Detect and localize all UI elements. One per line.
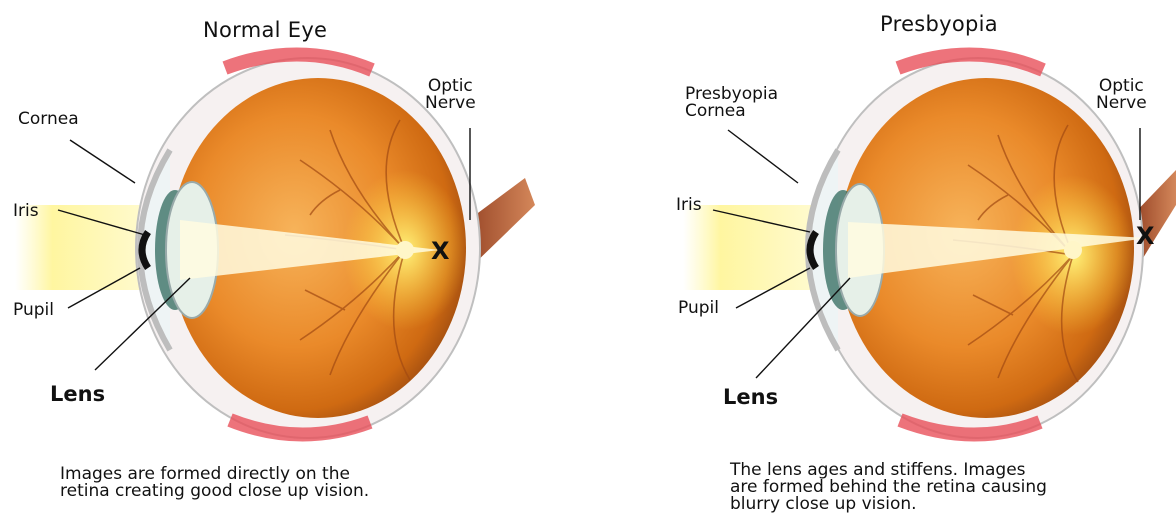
- optic-nerve-label: Optic Nerve: [1096, 78, 1147, 112]
- optic-nerve-label-line2: Nerve: [1096, 95, 1147, 112]
- cornea-label: Presbyopia Cornea: [685, 86, 778, 120]
- normal-eye-panel: Normal Eye Cornea Optic Nerve Iris Pupil…: [0, 0, 588, 531]
- lens-label: Lens: [723, 385, 778, 409]
- caption: Images are formed directly on the retina…: [60, 466, 369, 500]
- presbyopia-eye-illustration: [588, 0, 1176, 531]
- normal-eye-illustration: [0, 0, 588, 531]
- focus-point: [396, 241, 414, 259]
- retina-spot: [1064, 241, 1082, 259]
- caption-line2: retina creating good close up vision.: [60, 483, 369, 500]
- iris-label: Iris: [676, 197, 702, 214]
- lens-label: Lens: [50, 382, 105, 406]
- focus-mark: X: [1136, 222, 1155, 250]
- pupil-label: Pupil: [13, 302, 54, 319]
- focus-mark: X: [431, 237, 450, 265]
- cornea-label-line2: Cornea: [685, 103, 778, 120]
- presbyopia-eye-panel: Presbyopia Presbyopia Cornea Optic Nerve…: [588, 0, 1176, 531]
- caption: The lens ages and stiffens. Images are f…: [730, 462, 1047, 513]
- pupil-label: Pupil: [678, 300, 719, 317]
- caption-line3: blurry close up vision.: [730, 496, 1047, 513]
- page-title: Presbyopia: [880, 12, 998, 36]
- cornea-label: Cornea: [18, 111, 79, 128]
- optic-nerve-label: Optic Nerve: [425, 78, 476, 112]
- iris-label: Iris: [13, 203, 39, 220]
- page-title: Normal Eye: [203, 18, 327, 42]
- optic-nerve-label-line2: Nerve: [425, 95, 476, 112]
